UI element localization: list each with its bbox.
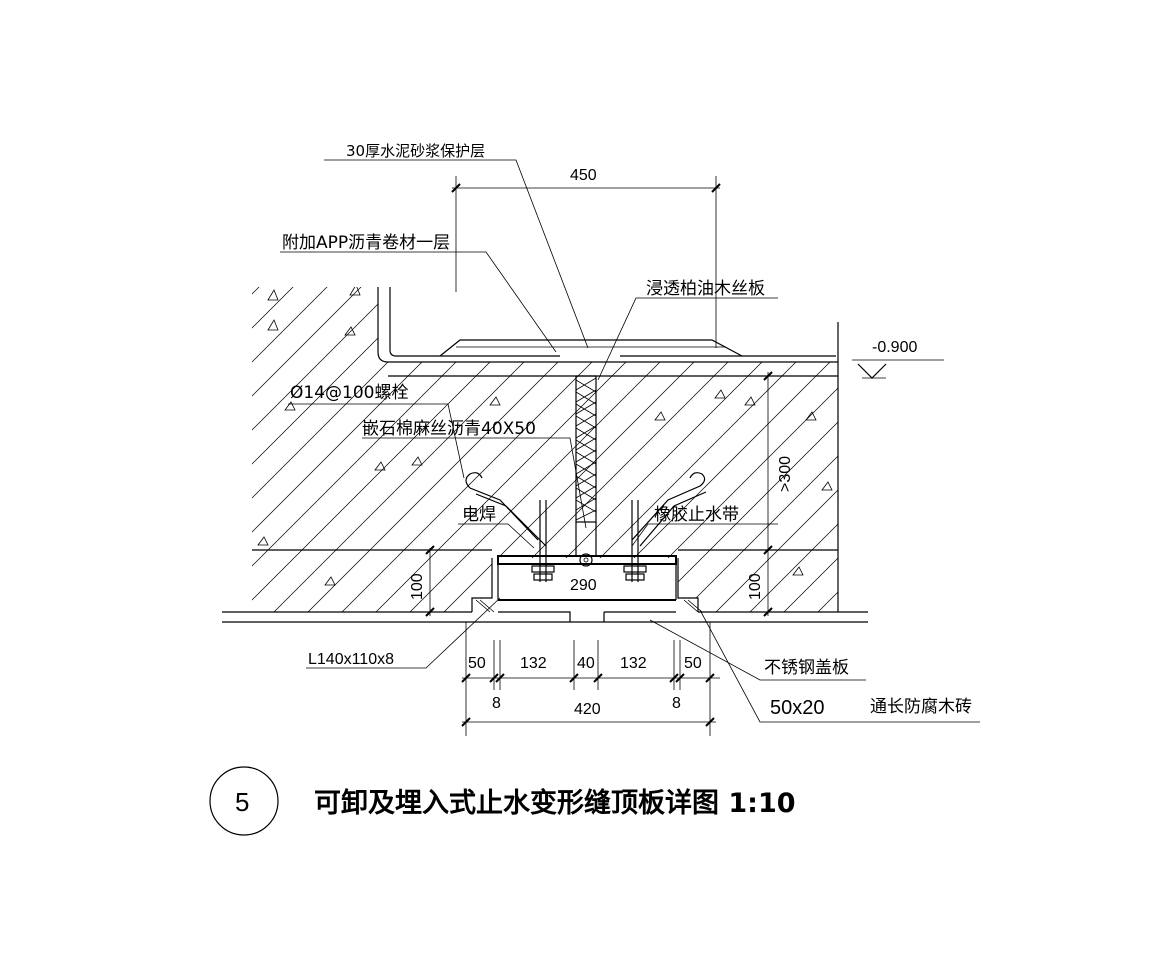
hatch-line: [571, 287, 838, 612]
hatch-line: [252, 287, 403, 612]
label-angle-steel: L140x110x8: [308, 651, 394, 668]
label-bolt: Ø14@100螺栓: [290, 383, 408, 403]
hatch-line: [252, 287, 369, 612]
hatch-line: [673, 287, 838, 612]
hatch-line: [367, 287, 709, 612]
hatch-line: [741, 287, 838, 612]
hatch-line: [1082, 280, 1175, 620]
label-rubber-waterstop: 橡胶止水带: [654, 505, 739, 525]
dim-100-left: 100: [409, 573, 426, 600]
hatch-line: [912, 280, 1175, 620]
hatch-line: [775, 287, 838, 612]
steel-cover-assembly: [465, 472, 707, 622]
hatch-line: [0, 280, 164, 620]
hatch-line: [252, 287, 335, 612]
label-app-membrane: 附加APP沥青卷材一层: [282, 233, 450, 253]
hatch-line: [0, 280, 96, 620]
dim-450: 450: [570, 167, 597, 184]
hatch-line: [252, 287, 301, 612]
label-asbestos: 嵌石棉麻丝沥青40X50: [362, 419, 536, 439]
dim-40: 40: [577, 655, 595, 672]
dim-132-right: 132: [620, 655, 647, 672]
hatch-line: [0, 280, 232, 620]
dim-8-left: 8: [492, 695, 501, 712]
concrete-hatching: [0, 280, 1175, 620]
hatch-line: [639, 287, 838, 612]
dim-100-right: 100: [747, 573, 764, 600]
hatch-line: [707, 287, 838, 612]
hatch-line: [1116, 280, 1175, 620]
hatch-line: [1150, 280, 1175, 620]
dim-50-right: 50: [684, 655, 702, 672]
label-brick-size: 50x20: [770, 697, 825, 719]
joint-filler-board: [575, 375, 597, 556]
hatch-line: [980, 280, 1175, 620]
hatch-line: [946, 280, 1175, 620]
hatch-line: [0, 280, 28, 620]
hatch-line: [844, 280, 1175, 620]
dim-420: 420: [574, 701, 601, 718]
hatch-line: [1048, 280, 1175, 620]
label-elevation: -0.900: [872, 339, 917, 356]
dim-300: >300: [777, 456, 794, 492]
label-weld: 电焊: [462, 505, 496, 525]
hatch-line: [252, 287, 267, 612]
label-wood-brick: 通长防腐木砖: [870, 697, 972, 717]
title-number: 5: [235, 787, 249, 817]
dim-50-left: 50: [468, 655, 486, 672]
hatch-line: [605, 287, 838, 612]
title-number-circle: [209, 766, 279, 836]
hatch-line: [809, 287, 838, 612]
hatch-line: [878, 280, 1175, 620]
hatch-line: [1014, 280, 1175, 620]
hatch-line: [0, 280, 130, 620]
hatch-line: [0, 280, 198, 620]
label-steel-cover: 不锈钢盖板: [764, 658, 849, 678]
label-mortar: 30厚水泥砂浆保护层: [346, 142, 485, 160]
leader-lines: [280, 159, 980, 723]
dim-132-left: 132: [520, 655, 547, 672]
hatch-line: [0, 280, 62, 620]
dim-8-right: 8: [672, 695, 681, 712]
label-wood-board: 浸透柏油木丝板: [646, 279, 765, 299]
drawing-title: 可卸及埋入式止水变形缝顶板详图 1:10: [314, 787, 796, 819]
dimension-lines: [424, 176, 773, 736]
hatch-line: [333, 287, 675, 612]
dim-290: 290: [570, 577, 597, 594]
